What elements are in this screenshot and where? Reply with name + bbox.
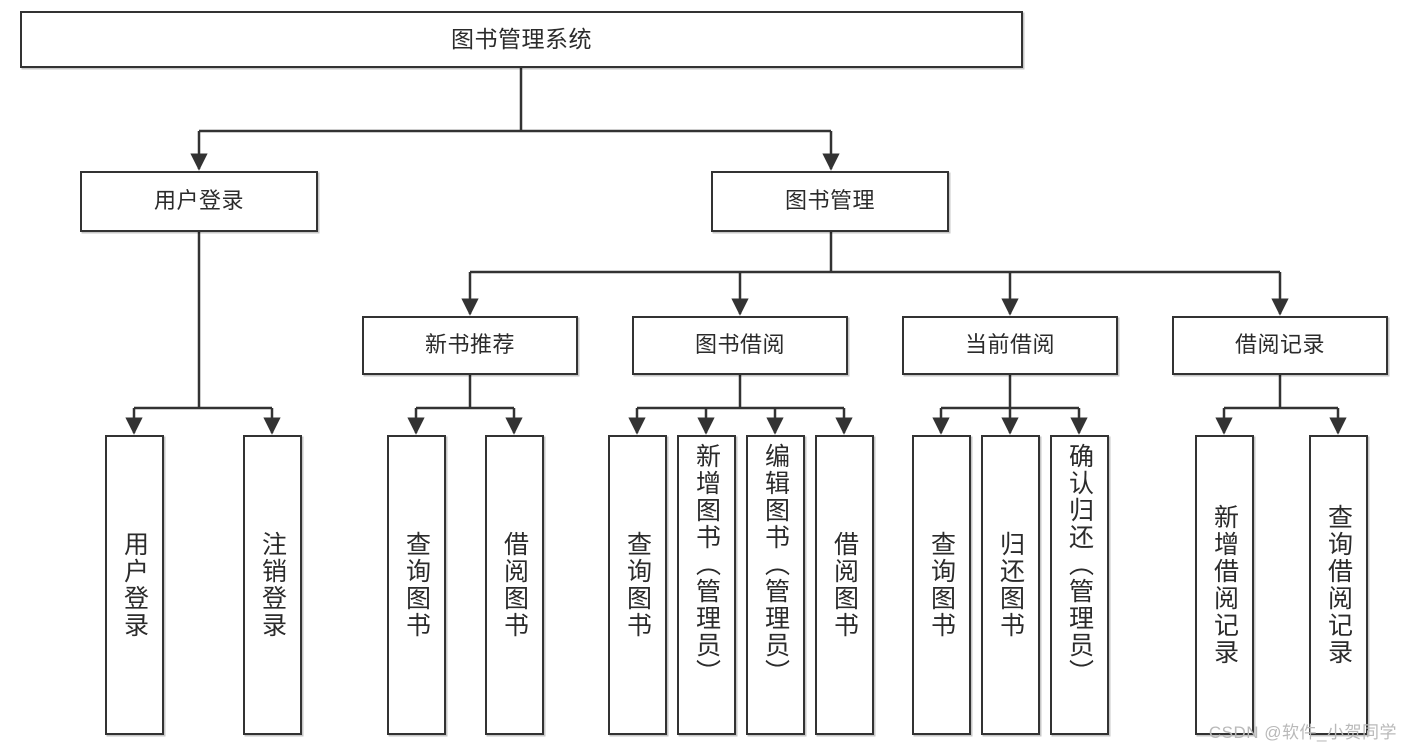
leaf-book-borrow-borrow-label: 借阅图书	[830, 531, 859, 639]
leaf-current-borrow-return[interactable]: 归还图书	[981, 435, 1040, 735]
leaf-borrow-record-add-label: 新增借阅记录	[1210, 504, 1239, 666]
leaf-borrow-record-add[interactable]: 新增借阅记录	[1195, 435, 1254, 735]
node-book-manage[interactable]: 图书管理	[711, 171, 949, 232]
node-user-login[interactable]: 用户登录	[80, 171, 318, 232]
leaf-current-borrow-confirm-label: 确认归还（管理员）	[1065, 443, 1094, 686]
leaf-user-login-logout-label: 注销登录	[258, 531, 287, 639]
leaf-new-book-borrow-label: 借阅图书	[500, 531, 529, 639]
leaf-user-login-login[interactable]: 用户登录	[105, 435, 164, 735]
node-root-label: 图书管理系统	[451, 25, 592, 52]
node-book-borrow-label: 图书借阅	[694, 332, 785, 358]
leaf-book-borrow-edit-label: 编辑图书（管理员）	[761, 443, 790, 686]
node-user-login-label: 用户登录	[153, 188, 244, 214]
leaf-book-borrow-add[interactable]: 新增图书（管理员）	[677, 435, 736, 735]
leaf-current-borrow-return-label: 归还图书	[996, 531, 1025, 639]
node-current-borrow-label: 当前借阅	[964, 332, 1055, 358]
node-borrow-record[interactable]: 借阅记录	[1172, 316, 1388, 375]
leaf-book-borrow-add-label: 新增图书（管理员）	[692, 443, 721, 686]
leaf-book-borrow-borrow[interactable]: 借阅图书	[815, 435, 874, 735]
leaf-current-borrow-query-label: 查询图书	[927, 531, 956, 639]
leaf-user-login-login-label: 用户登录	[120, 531, 149, 639]
node-book-manage-label: 图书管理	[784, 188, 875, 214]
leaf-new-book-borrow[interactable]: 借阅图书	[485, 435, 544, 735]
node-new-book-recommend-label: 新书推荐	[424, 332, 515, 358]
node-new-book-recommend[interactable]: 新书推荐	[362, 316, 578, 375]
watermark: CSDN @软件_小贺同学	[1208, 723, 1397, 742]
leaf-book-borrow-query[interactable]: 查询图书	[608, 435, 667, 735]
leaf-current-borrow-confirm[interactable]: 确认归还（管理员）	[1050, 435, 1109, 735]
node-current-borrow[interactable]: 当前借阅	[902, 316, 1118, 375]
leaf-borrow-record-query-label: 查询借阅记录	[1324, 504, 1353, 666]
leaf-borrow-record-query[interactable]: 查询借阅记录	[1309, 435, 1368, 735]
leaf-current-borrow-query[interactable]: 查询图书	[912, 435, 971, 735]
leaf-book-borrow-query-label: 查询图书	[623, 531, 652, 639]
node-book-borrow[interactable]: 图书借阅	[632, 316, 848, 375]
leaf-user-login-logout[interactable]: 注销登录	[243, 435, 302, 735]
leaf-book-borrow-edit[interactable]: 编辑图书（管理员）	[746, 435, 805, 735]
leaf-new-book-query-label: 查询图书	[402, 531, 431, 639]
leaf-new-book-query[interactable]: 查询图书	[387, 435, 446, 735]
node-root[interactable]: 图书管理系统	[20, 11, 1023, 68]
node-borrow-record-label: 借阅记录	[1234, 332, 1325, 358]
